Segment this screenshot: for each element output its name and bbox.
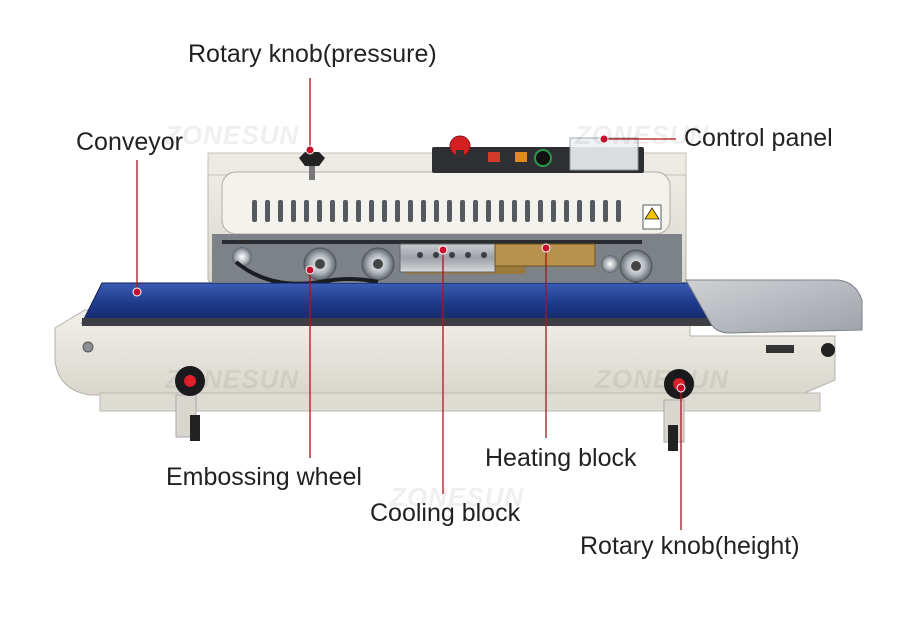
height-knob-left-icon[interactable] (175, 366, 205, 396)
label-conveyor: Conveyor (76, 128, 183, 156)
leader-lines (136, 78, 682, 530)
watermark: ZONESUN (575, 120, 710, 150)
watermark: ZONESUN (595, 364, 730, 394)
sealing-mechanism (212, 234, 682, 286)
power-switch[interactable] (488, 152, 500, 162)
watermark: ZONESUN (165, 364, 300, 394)
watermark: ZONESUN (390, 482, 525, 512)
output-plate (685, 279, 863, 334)
warning-sticker-icon (642, 204, 662, 230)
conveyor-base (54, 309, 836, 451)
watermark: ZONESUN (165, 120, 300, 150)
pressure-knob-icon[interactable] (299, 152, 325, 180)
leader-dots (132, 134, 686, 393)
label-cooling-block: Cooling block (370, 499, 521, 527)
label-rotary-knob-pressure: Rotary knob(pressure) (188, 40, 437, 68)
indicator-switch[interactable] (515, 152, 527, 162)
cooling-block-holes (417, 252, 487, 258)
label-heating-block: Heating block (485, 444, 637, 472)
side-knob-icon[interactable] (821, 343, 835, 357)
conveyor-belt (81, 282, 713, 324)
vent-slots (252, 200, 621, 222)
drive-wheel-left (232, 247, 252, 267)
temperature-knob[interactable] (534, 149, 552, 167)
label-embossing-wheel: Embossing wheel (166, 463, 362, 491)
label-control-panel: Control panel (684, 124, 833, 152)
label-rotary-knob-height: Rotary knob(height) (580, 532, 800, 560)
